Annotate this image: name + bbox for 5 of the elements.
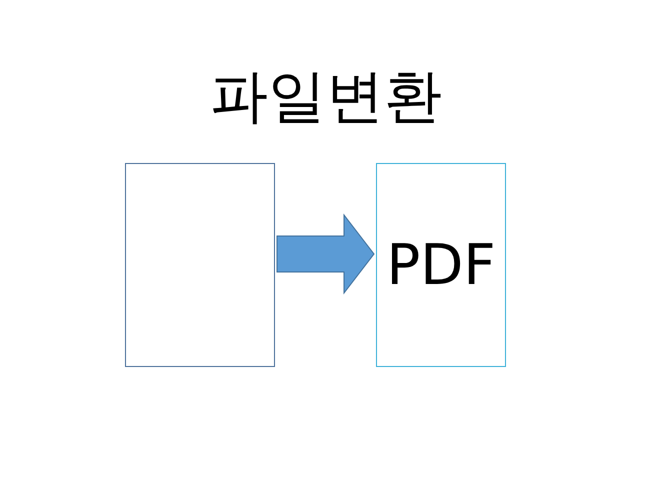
node-label: PDF [386, 232, 496, 298]
arrow [276, 214, 375, 294]
title: 파일변환 [210, 62, 442, 130]
text-box [376, 163, 506, 367]
empty-box [125, 163, 275, 367]
